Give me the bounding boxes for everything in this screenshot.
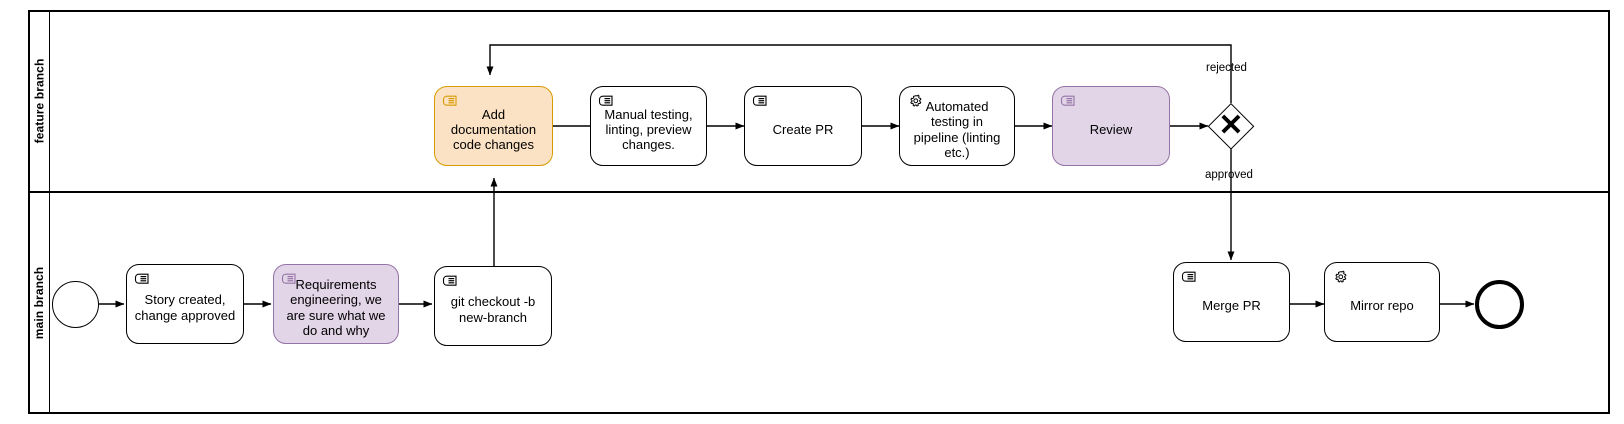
exclusive-gateway-review-decision[interactable]: ✕ — [1208, 103, 1254, 149]
lane-main-branch: main branch — [28, 192, 1610, 414]
task-label: Manual testing, linting, preview changes… — [604, 106, 693, 153]
task-mirror-repo[interactable]: Mirror repo — [1324, 262, 1440, 342]
task-manual-testing[interactable]: Manual testing, linting, preview changes… — [590, 86, 707, 166]
lane-feature-branch: feature branch — [28, 10, 1610, 192]
flow-label-approved: approved — [1205, 169, 1253, 181]
task-review[interactable]: Review — [1052, 86, 1170, 166]
task-label: Story created, change approved — [134, 292, 236, 323]
lane-label-feature-branch: feature branch — [32, 58, 47, 144]
task-label: Automated testing in pipeline (linting e… — [913, 98, 1001, 160]
task-label: Requirements engineering, we are sure wh… — [286, 276, 386, 338]
task-automated-testing[interactable]: Automated testing in pipeline (linting e… — [899, 86, 1015, 166]
task-label: Review — [1089, 121, 1133, 137]
manual-task-icon — [1181, 269, 1199, 285]
flow-label-rejected: rejected — [1206, 62, 1247, 74]
task-label: git checkout -b new-branch — [450, 294, 536, 325]
lane-label-main-branch: main branch — [32, 266, 47, 340]
manual-task-icon — [442, 273, 460, 289]
task-requirements-engineering[interactable]: Requirements engineering, we are sure wh… — [273, 264, 399, 344]
task-label: Create PR — [772, 121, 834, 137]
gateway-x-icon: ✕ — [1218, 109, 1244, 142]
task-label: Merge PR — [1202, 297, 1261, 313]
task-create-pr[interactable]: Create PR — [744, 86, 862, 166]
manual-task-icon — [752, 93, 770, 109]
task-add-documentation[interactable]: Add documentation code changes — [434, 86, 553, 166]
task-label: Add documentation code changes — [450, 106, 537, 153]
lane-header-main-branch: main branch — [29, 193, 50, 413]
task-story-created[interactable]: Story created, change approved — [126, 264, 244, 344]
service-task-gear-icon — [1332, 269, 1350, 285]
lane-header-feature-branch: feature branch — [29, 11, 50, 191]
manual-task-icon — [134, 271, 152, 287]
end-event[interactable] — [1475, 280, 1524, 329]
task-merge-pr[interactable]: Merge PR — [1173, 262, 1290, 342]
manual-task-icon — [1060, 93, 1078, 109]
start-event[interactable] — [52, 281, 99, 328]
task-label: Mirror repo — [1350, 297, 1414, 313]
task-git-checkout[interactable]: git checkout -b new-branch — [434, 266, 552, 346]
